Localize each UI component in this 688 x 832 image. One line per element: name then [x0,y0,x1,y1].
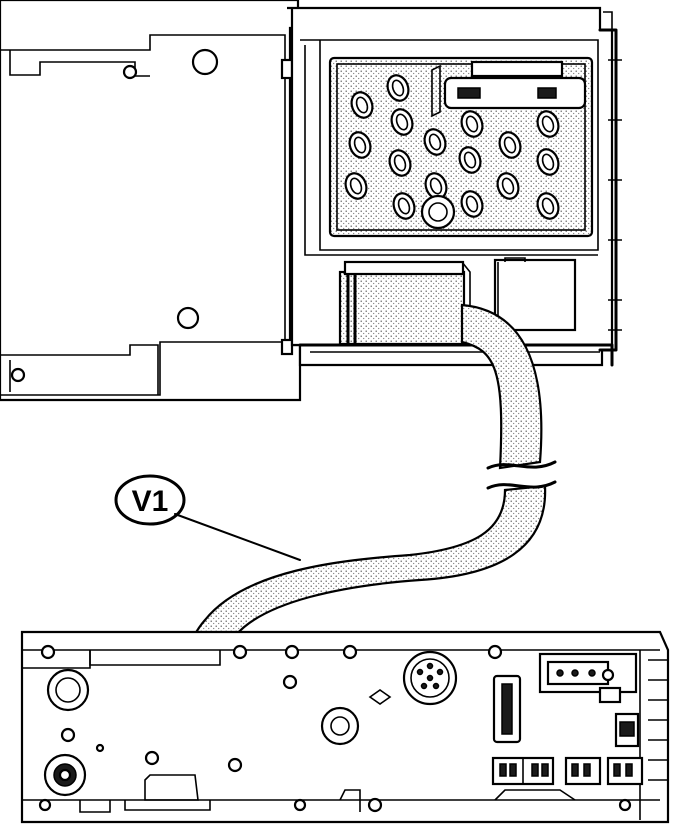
callout-v1-label: V1 [132,485,169,518]
din-socket [402,650,458,706]
radio-connector-block [328,56,594,238]
antenna-jack [43,668,90,797]
pin-header-connector [538,652,638,704]
callout-v1: V1 [114,474,301,561]
connector-pins [344,74,560,230]
cable-plug-top [338,257,577,346]
slot-connector [492,674,522,744]
panel-screws [38,644,632,813]
radio-unit-rear-panel [20,630,670,824]
small-connectors [491,756,644,786]
